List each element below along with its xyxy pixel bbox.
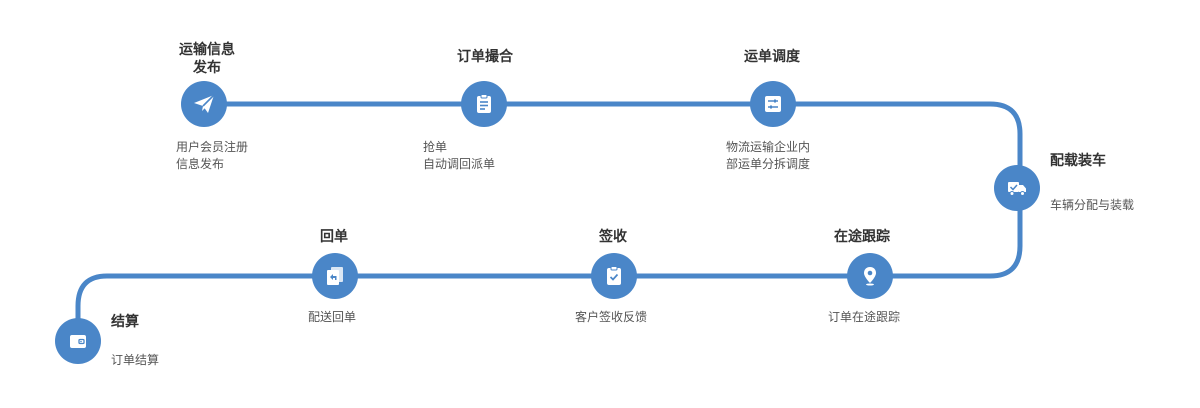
step-desc-order-match: 抢单自动调回派单	[423, 140, 496, 171]
map-pin-icon	[864, 267, 876, 286]
step-node-tracking[interactable]	[847, 253, 893, 299]
step-title-sign: 签收	[599, 229, 627, 245]
truck-check-icon	[1008, 182, 1026, 196]
sliders-icon	[765, 96, 781, 112]
step-node-waybill-dispatch[interactable]	[750, 81, 796, 127]
step-title-waybill-dispatch: 运单调度	[744, 49, 800, 65]
step-title-loading: 配载装车	[1050, 153, 1106, 169]
step-desc-transport-info: 用户会员注册信息发布	[176, 140, 249, 171]
paper-plane-icon	[194, 94, 215, 113]
wallet-icon	[70, 335, 86, 348]
step-node-receipt[interactable]	[312, 253, 358, 299]
step-desc-loading: 车辆分配与装载	[1050, 198, 1135, 212]
step-node-loading[interactable]	[994, 165, 1040, 211]
step-desc-receipt: 配送回单	[308, 310, 357, 324]
step-node-order-match[interactable]	[461, 81, 507, 127]
step-title-receipt: 回单	[320, 229, 348, 245]
step-node-settlement[interactable]	[55, 318, 101, 364]
clipboard-check-icon	[607, 266, 621, 285]
step-node-sign[interactable]	[591, 253, 637, 299]
step-desc-tracking: 订单在途跟踪	[828, 310, 901, 324]
step-title-tracking: 在途跟踪	[834, 229, 890, 245]
step-node-transport-info[interactable]	[181, 81, 227, 127]
step-desc-waybill-dispatch: 物流运输企业内部运单分拆调度	[726, 140, 811, 171]
step-desc-settlement: 订单结算	[111, 353, 160, 367]
step-desc-sign: 客户签收反馈	[575, 310, 648, 324]
reply-document-icon	[327, 267, 343, 285]
step-title-settlement: 结算	[111, 314, 139, 330]
clipboard-list-icon	[477, 94, 491, 113]
step-title-transport-info: 运输信息发布	[179, 42, 235, 76]
step-title-order-match: 订单撮合	[457, 49, 513, 65]
